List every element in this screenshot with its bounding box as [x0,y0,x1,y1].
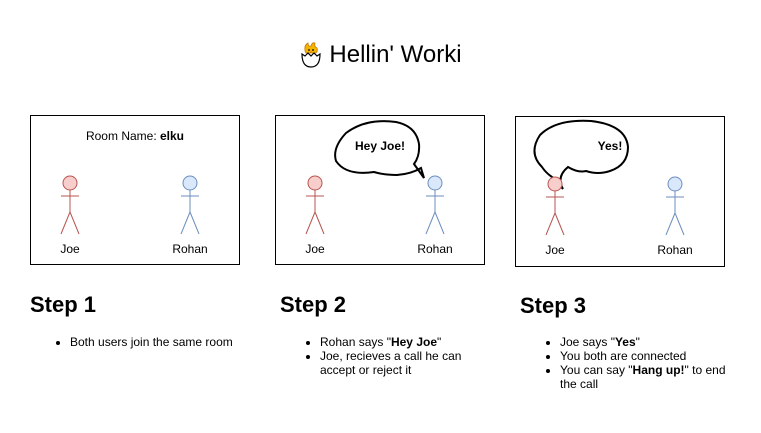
joe-figure [545,176,565,236]
list-item: You both are connected [560,349,760,363]
room-name-value: elku [160,129,185,143]
list-item: Rohan says "Hey Joe" [320,335,500,349]
list-item: Both users join the same room [70,335,270,349]
step3-heading: Step 3 [520,293,587,318]
rohan-label: Rohan [172,242,208,256]
rohan-label: Rohan [417,242,453,256]
joe-figure [305,175,325,235]
joe-label: Joe [305,242,325,256]
joe-figure [60,175,80,235]
step2-scene-panel: Hey Joe! Joe Rohan [275,115,485,265]
list-item: Joe says "Yes" [560,335,760,349]
step1-list: Both users join the same room [52,335,270,349]
speech-bubble [533,119,630,190]
step1-heading: Step 1 [30,292,97,317]
speech-bubble-text: Yes! [597,139,623,153]
rohan-figure [665,176,685,236]
speech-bubble-text: Hey Joe! [354,139,406,153]
step2-list: Rohan says "Hey Joe" Joe, recieves a cal… [302,335,500,377]
joe-label: Joe [545,243,565,257]
page-title: Hellin' Worki [0,40,761,76]
speech-bubble [334,120,425,179]
step2-heading: Step 2 [280,292,347,317]
step1-scene-panel: Room Name: elku Joe Rohan [30,115,240,265]
step3-list: Joe says "Yes" You both are connected Yo… [542,335,760,391]
rohan-figure [180,175,200,235]
joe-label: Joe [60,242,80,256]
rohan-label: Rohan [657,243,693,257]
rohan-figure [425,175,445,235]
chick-hatching-icon [299,42,323,76]
room-name-label: Room Name: elku [85,129,185,143]
step3-scene-panel: Yes! Joe Rohan [515,116,725,267]
app-title-text: Hellin' Worki [329,41,462,68]
